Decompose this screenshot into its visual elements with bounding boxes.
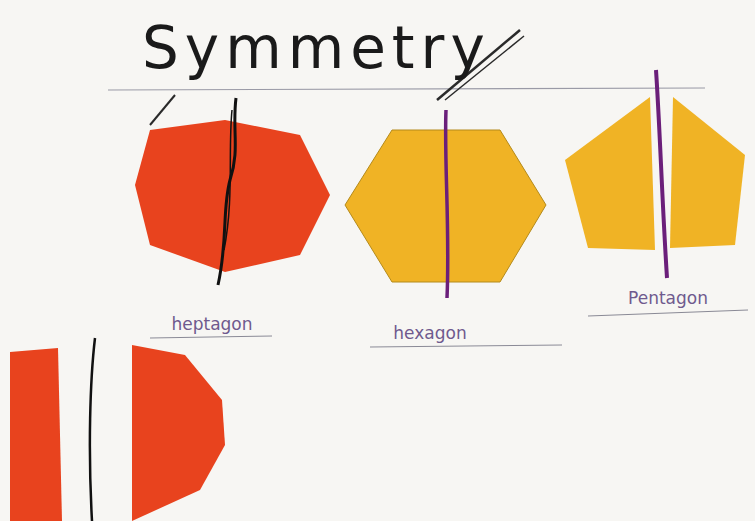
shape-label: heptagon	[171, 314, 252, 334]
ruled-line	[108, 88, 705, 90]
cut-shape-half	[10, 348, 62, 521]
pen-stroke	[150, 95, 175, 125]
page-title: Symmetry	[142, 14, 491, 82]
shape-label: Pentagon	[628, 288, 708, 308]
heptagon-shape	[135, 120, 330, 272]
symmetry-line	[218, 98, 236, 285]
symmetry-line	[656, 70, 667, 278]
symmetry-line	[90, 338, 95, 521]
symmetry-line	[224, 110, 232, 250]
ruled-line	[150, 336, 272, 338]
shape-label: hexagon	[393, 323, 466, 343]
ruled-line	[588, 310, 748, 316]
pentagon-half	[670, 97, 745, 248]
ruled-line	[370, 345, 562, 347]
pentagon-half	[565, 97, 655, 250]
cut-shape-half	[132, 345, 225, 521]
symmetry-line	[446, 110, 448, 298]
